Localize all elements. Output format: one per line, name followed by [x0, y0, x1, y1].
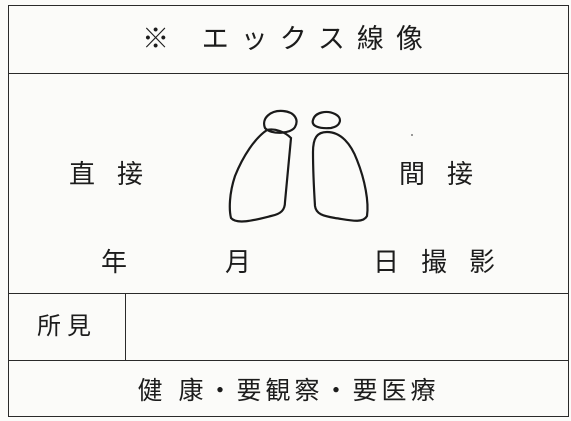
form-title: ※ エックス線像: [142, 24, 435, 55]
indirect-label: 間接: [399, 160, 496, 190]
left-apex-outline: [263, 109, 298, 134]
findings-label: 所見: [9, 294, 126, 360]
result-row: 健 康・要観察・要医療: [9, 361, 568, 416]
lung-outline-icon: [228, 109, 369, 223]
image-row: 直接 間接 年 月 日撮影: [9, 74, 568, 294]
paper-speck: [411, 134, 413, 136]
date-day-taken-label: 日撮影: [373, 248, 518, 278]
right-lung-outline: [311, 130, 369, 222]
date-month-label: 月: [225, 248, 252, 278]
left-lung-outline: [228, 128, 293, 223]
right-apex-outline: [311, 110, 341, 130]
result-options: 健 康・要観察・要医療: [137, 376, 440, 405]
findings-field[interactable]: [126, 294, 568, 360]
findings-row: 所見: [9, 294, 568, 361]
date-year-label: 年: [101, 248, 128, 278]
x-ray-form: ※ エックス線像 直接 間接 年 月 日撮影 所見: [8, 5, 569, 417]
direct-label: 直接: [69, 160, 166, 190]
form-title-row: ※ エックス線像: [9, 6, 568, 74]
